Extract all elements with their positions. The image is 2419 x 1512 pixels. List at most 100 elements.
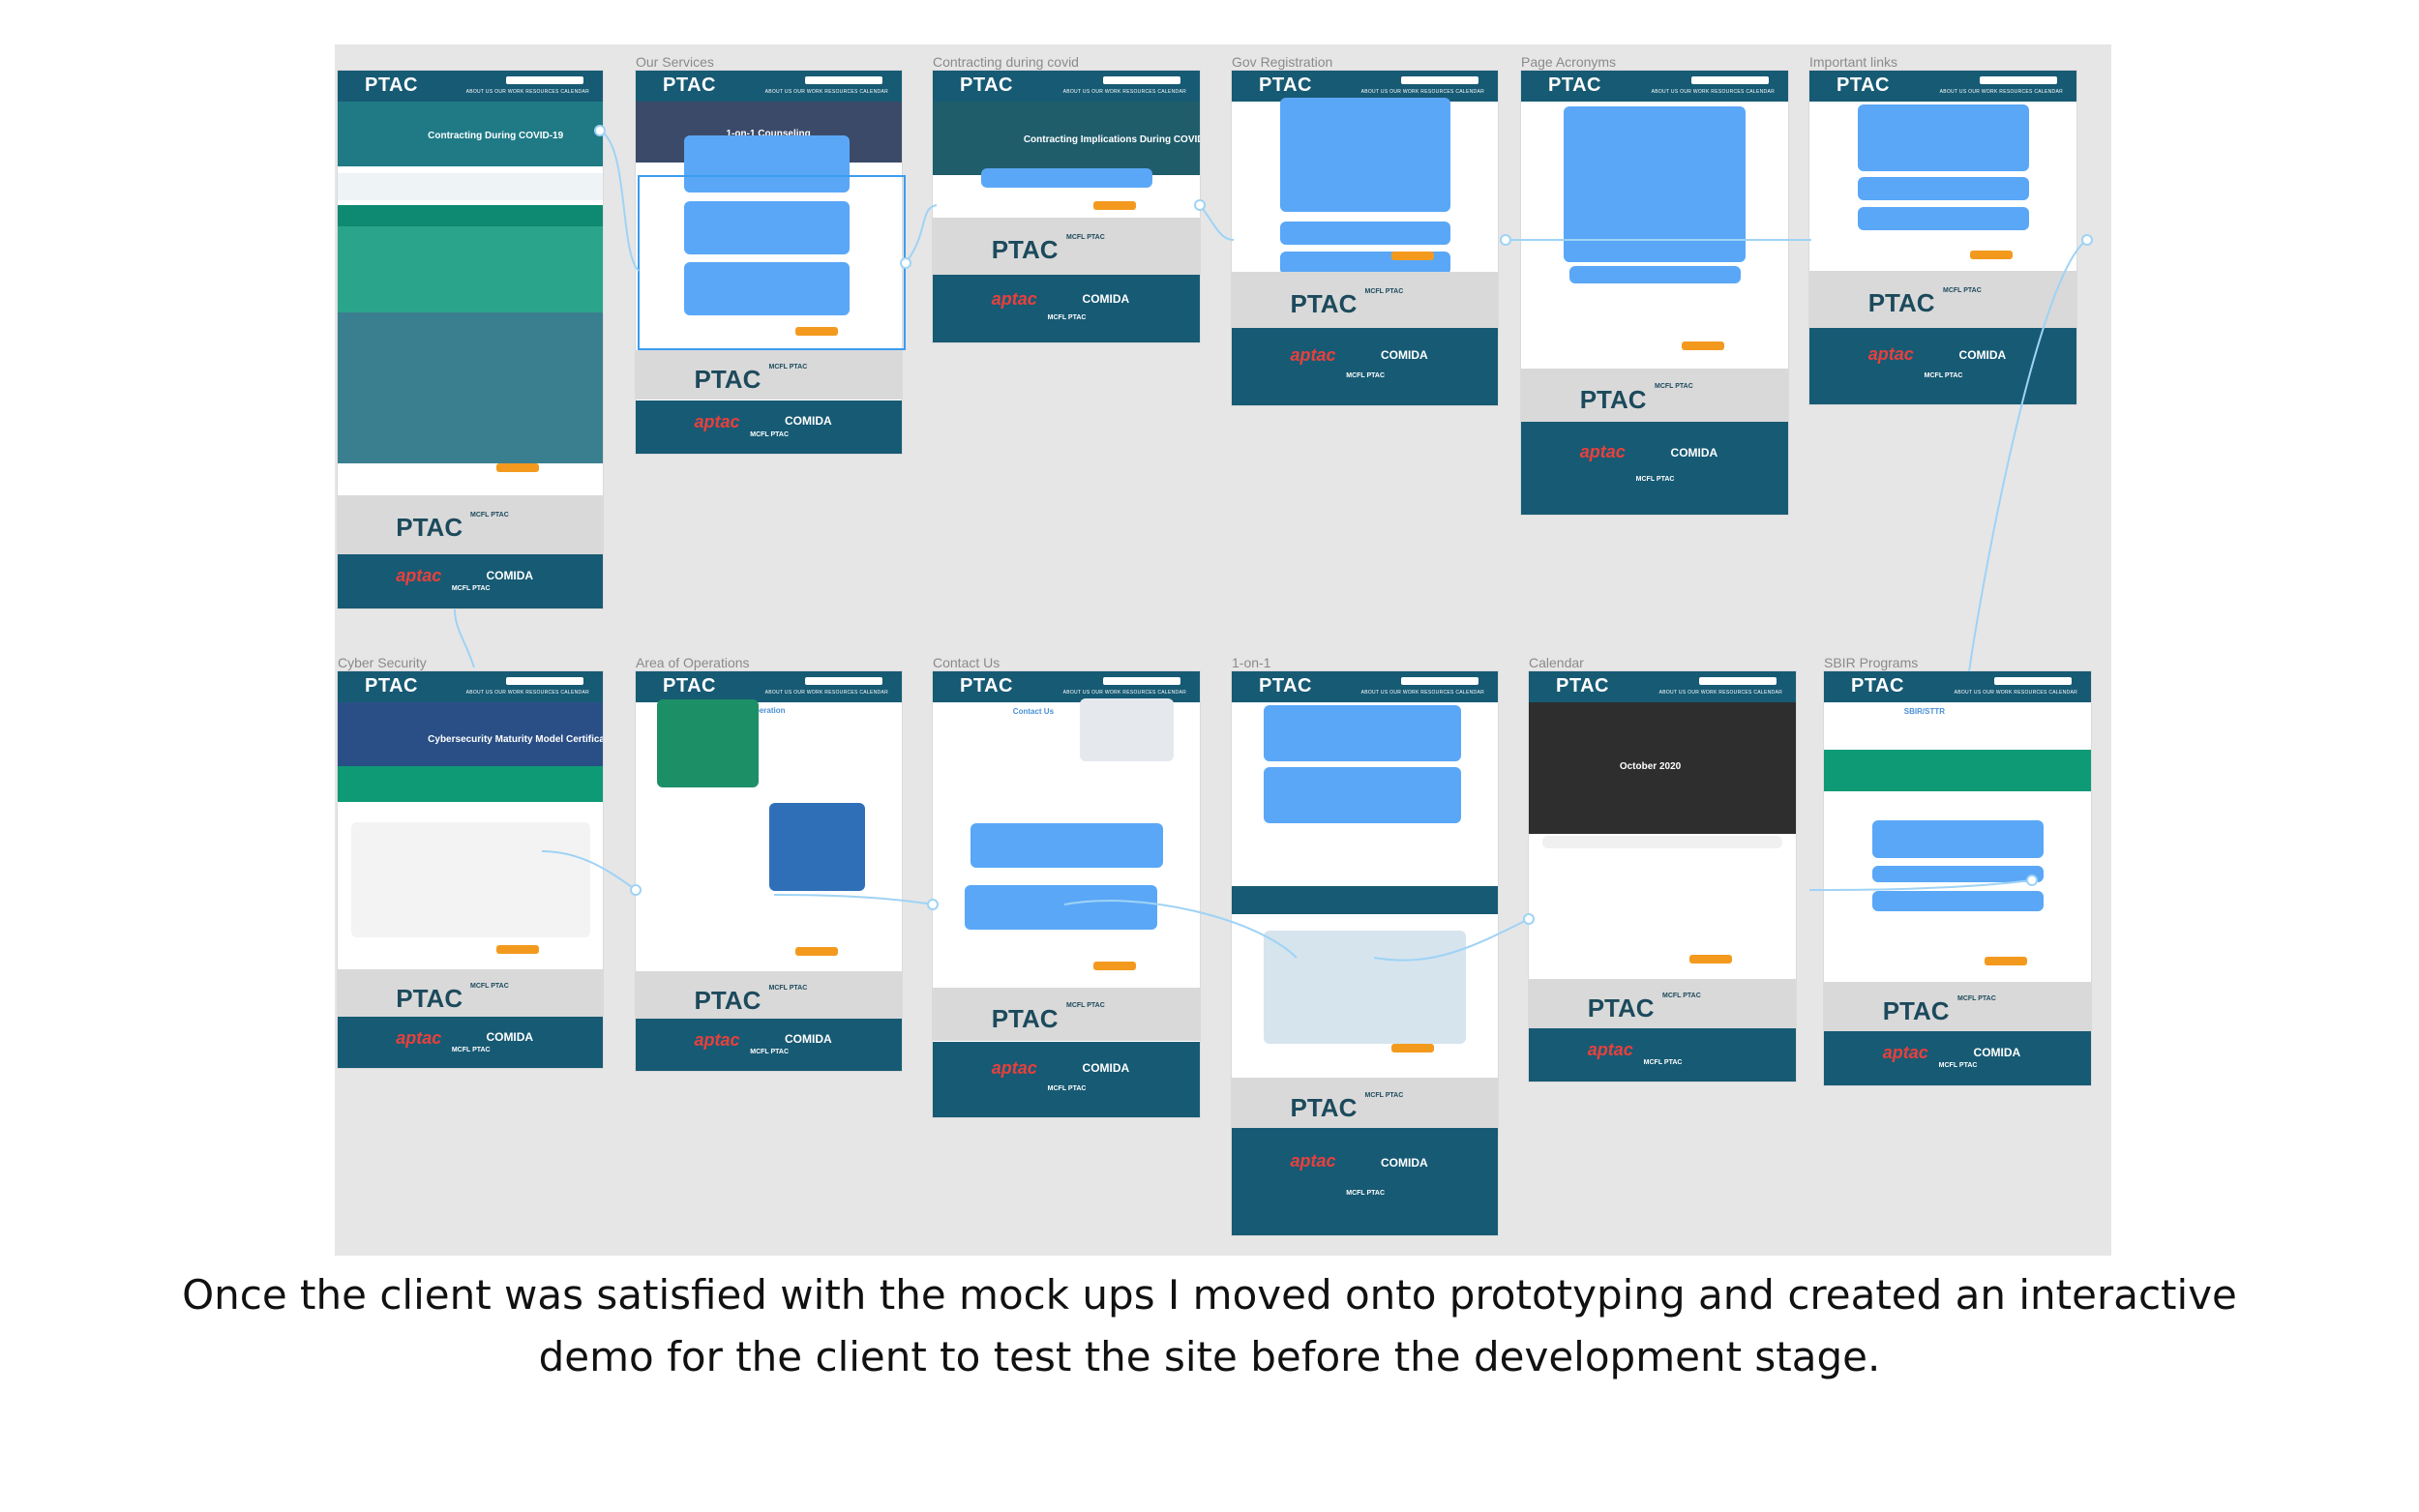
link-hotspot-dot[interactable] [594, 125, 606, 136]
orange-cta-button[interactable] [496, 945, 539, 954]
page-mockup-frame[interactable]: PTAC ABOUT US OUR WORK RESOURCES CALENDAR… [338, 671, 603, 1068]
search-input[interactable] [1401, 677, 1478, 685]
page-mockup-frame[interactable]: PTAC ABOUT US OUR WORK RESOURCES CALENDAR… [1824, 671, 2091, 1085]
orange-cta-button[interactable] [1093, 962, 1136, 970]
page-mockup-frame[interactable]: PTAC ABOUT US OUR WORK RESOURCES CALENDAR… [636, 71, 902, 454]
footer-org-name: MCFL PTAC [1662, 993, 1701, 1000]
link-hotspot-dot[interactable] [630, 884, 642, 896]
orange-cta-button[interactable] [1689, 955, 1732, 964]
search-input[interactable] [1103, 677, 1180, 685]
aptac-logo[interactable]: aptac [1882, 1043, 1928, 1063]
aptac-logo[interactable]: aptac [694, 1029, 740, 1050]
orange-cta-button[interactable] [1985, 957, 2027, 965]
site-header: PTAC ABOUT US OUR WORK RESOURCES CALENDAR [1521, 71, 1788, 102]
comida-logo[interactable]: COMIDA [1082, 292, 1130, 307]
aptac-logo[interactable]: aptac [1290, 1151, 1336, 1171]
search-input[interactable] [506, 677, 583, 685]
link-hotspot-dot[interactable] [927, 899, 939, 910]
ptac-logo[interactable]: PTAC [663, 74, 716, 96]
ptac-logo[interactable]: PTAC [1548, 74, 1601, 96]
aptac-logo[interactable]: aptac [1290, 344, 1336, 365]
orange-cta-button[interactable] [1391, 252, 1434, 260]
comida-logo[interactable]: COMIDA [785, 1032, 832, 1047]
main-nav[interactable]: ABOUT US OUR WORK RESOURCES CALENDAR [1062, 89, 1186, 95]
page-mockup-frame[interactable]: PTAC ABOUT US OUR WORK RESOURCES CALENDAR… [1809, 71, 2076, 404]
page-mockup-frame[interactable]: PTAC ABOUT US OUR WORK RESOURCES CALENDAR… [338, 71, 603, 608]
ptac-logo[interactable]: PTAC [960, 74, 1013, 96]
comida-logo[interactable]: COMIDA [1958, 347, 2007, 362]
main-nav[interactable]: ABOUT US OUR WORK RESOURCES CALENDAR [465, 690, 589, 696]
link-hotspot-dot[interactable] [1194, 199, 1206, 211]
page-mockup-frame[interactable]: PTAC ABOUT US OUR WORK RESOURCES CALENDAR… [933, 671, 1200, 1117]
ptac-logo[interactable]: PTAC [1851, 675, 1904, 697]
search-input[interactable] [1699, 677, 1777, 685]
ptac-logo[interactable]: PTAC [1556, 675, 1609, 697]
link-hotspot-dot[interactable] [2026, 875, 2038, 886]
prototype-link [541, 850, 637, 891]
comida-logo[interactable]: COMIDA [486, 568, 534, 582]
comida-logo[interactable]: COMIDA [486, 1029, 534, 1044]
ptac-logo[interactable]: PTAC [960, 675, 1013, 697]
page-mockup-frame[interactable]: PTAC ABOUT US OUR WORK RESOURCES CALENDAR… [933, 71, 1200, 342]
main-nav[interactable]: ABOUT US OUR WORK RESOURCES CALENDAR [1062, 690, 1186, 696]
main-nav[interactable]: ABOUT US OUR WORK RESOURCES CALENDAR [1954, 690, 2077, 696]
page-mockup-frame[interactable]: PTAC ABOUT US OUR WORK RESOURCES CALENDAR… [1232, 671, 1498, 1235]
aptac-logo[interactable]: aptac [396, 1027, 442, 1048]
frame-label: Contact Us [933, 655, 1000, 670]
main-nav[interactable]: ABOUT US OUR WORK RESOURCES CALENDAR [1658, 690, 1782, 696]
comida-logo[interactable]: COMIDA [1381, 1155, 1428, 1170]
link-hotspot-dot[interactable] [1523, 913, 1535, 925]
main-nav[interactable]: ABOUT US OUR WORK RESOURCES CALENDAR [764, 89, 888, 95]
orange-cta-button[interactable] [1682, 341, 1724, 350]
aptac-logo[interactable]: aptac [991, 289, 1037, 310]
search-input[interactable] [1994, 677, 2072, 685]
comida-logo[interactable]: COMIDA [1082, 1061, 1130, 1076]
orange-cta-button[interactable] [795, 327, 838, 336]
aptac-logo[interactable]: aptac [1579, 442, 1626, 462]
search-input[interactable] [805, 76, 882, 84]
aptac-logo[interactable]: aptac [991, 1058, 1037, 1079]
search-input[interactable] [805, 677, 882, 685]
orange-cta-button[interactable] [1391, 1044, 1434, 1052]
search-input[interactable] [1980, 76, 2057, 84]
main-nav[interactable]: ABOUT US OUR WORK RESOURCES CALENDAR [465, 89, 589, 95]
aptac-logo[interactable]: aptac [1587, 1040, 1633, 1060]
aptac-logo[interactable]: aptac [396, 566, 442, 586]
main-nav[interactable]: ABOUT US OUR WORK RESOURCES CALENDAR [1651, 89, 1775, 95]
aptac-logo[interactable]: aptac [1867, 344, 1914, 365]
main-nav[interactable]: ABOUT US OUR WORK RESOURCES CALENDAR [1360, 690, 1484, 696]
link-hotspot-dot[interactable] [1500, 234, 1511, 246]
link-hotspot-dot[interactable] [2081, 234, 2093, 246]
main-nav[interactable]: ABOUT US OUR WORK RESOURCES CALENDAR [764, 690, 888, 696]
ptac-logo[interactable]: PTAC [365, 74, 418, 96]
content-block [1542, 836, 1782, 848]
orange-cta-button[interactable] [496, 463, 539, 472]
ptac-logo[interactable]: PTAC [1259, 675, 1312, 697]
orange-cta-button[interactable] [1093, 201, 1136, 210]
search-input[interactable] [1103, 76, 1180, 84]
aptac-logo[interactable]: aptac [694, 412, 740, 432]
search-input[interactable] [506, 76, 583, 84]
page-mockup-frame[interactable]: PTAC ABOUT US OUR WORK RESOURCES CALENDAR… [1521, 71, 1788, 515]
search-input[interactable] [1691, 76, 1769, 84]
orange-cta-button[interactable] [1970, 251, 2013, 259]
comida-logo[interactable]: COMIDA [1381, 347, 1428, 362]
comida-logo[interactable]: COMIDA [1670, 445, 1718, 460]
orange-cta-button[interactable] [795, 947, 838, 956]
content-block [1872, 891, 2044, 911]
search-input[interactable] [1401, 76, 1478, 84]
ptac-logo[interactable]: PTAC [365, 675, 418, 697]
page-mockup-frame[interactable]: PTAC ABOUT US OUR WORK RESOURCES CALENDAR… [1232, 71, 1498, 405]
comida-logo[interactable]: COMIDA [785, 414, 832, 429]
page-mockup-frame[interactable]: PTAC ABOUT US OUR WORK RESOURCES CALENDAR… [1529, 671, 1796, 1082]
link-hotspot-dot[interactable] [900, 257, 911, 269]
main-nav[interactable]: ABOUT US OUR WORK RESOURCES CALENDAR [1360, 89, 1484, 95]
content-block [351, 822, 590, 937]
ptac-logo[interactable]: PTAC [663, 675, 716, 697]
ptac-logo[interactable]: PTAC [1259, 74, 1312, 96]
main-nav[interactable]: ABOUT US OUR WORK RESOURCES CALENDAR [1939, 89, 2063, 95]
content-block [684, 262, 850, 315]
ptac-logo[interactable]: PTAC [1837, 74, 1890, 96]
comida-logo[interactable]: COMIDA [1973, 1045, 2021, 1059]
page-mockup-frame[interactable]: PTAC ABOUT US OUR WORK RESOURCES CALENDAR… [636, 671, 902, 1071]
